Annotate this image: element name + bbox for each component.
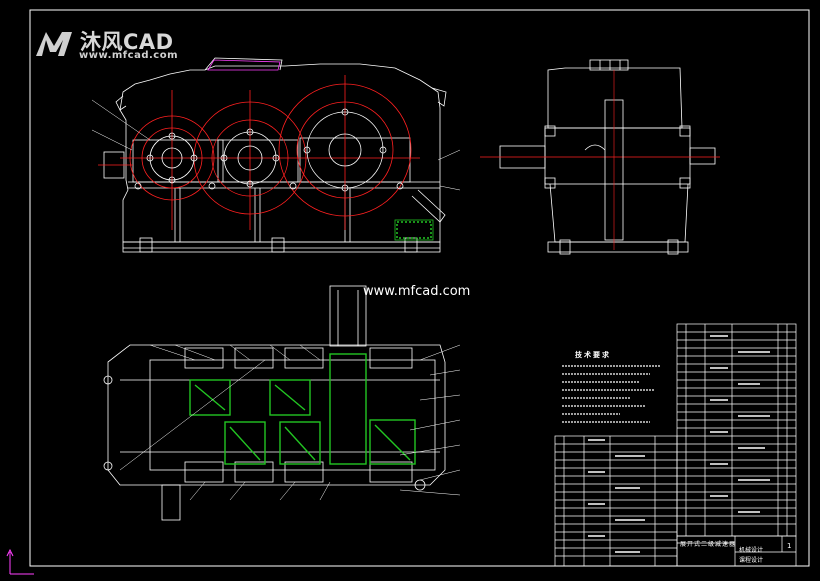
oil-gauge-hatch bbox=[396, 221, 432, 239]
title-block bbox=[676, 535, 797, 567]
watermark-brand: 沐风CAD bbox=[80, 30, 174, 54]
front-view bbox=[98, 57, 447, 253]
table-cell-text-marks bbox=[588, 335, 770, 553]
front-view-bolt-holes bbox=[134, 108, 404, 192]
drawing-title: 展开式二级减速器 bbox=[680, 541, 737, 548]
front-view-gear-circles bbox=[120, 75, 420, 230]
drawing-border bbox=[29, 9, 810, 567]
lower-parts-list-table bbox=[554, 435, 678, 567]
top-view bbox=[103, 285, 446, 521]
title-block-line1: 机械设计 bbox=[739, 547, 764, 554]
sheet-number: 1 bbox=[787, 542, 792, 550]
parts-list-table bbox=[676, 323, 797, 537]
center-watermark-url: www.mfcad.com bbox=[363, 284, 471, 299]
ucs-axis-icon bbox=[6, 548, 34, 575]
technical-requirements-lines bbox=[562, 365, 660, 423]
front-view-hub-circles bbox=[149, 111, 384, 189]
inspection-cover-hatch bbox=[207, 59, 281, 71]
mfcad-logo-icon bbox=[36, 32, 72, 56]
technical-requirements-title: 技术要求 bbox=[575, 351, 611, 359]
side-view bbox=[480, 59, 720, 255]
watermark-url: www.mfcad.com bbox=[79, 50, 178, 61]
top-view-gear-sections bbox=[189, 353, 416, 465]
top-view-leader-lines bbox=[119, 344, 461, 501]
title-block-line2: 课程设计 bbox=[739, 557, 764, 564]
front-view-leader-lines bbox=[91, 99, 461, 191]
